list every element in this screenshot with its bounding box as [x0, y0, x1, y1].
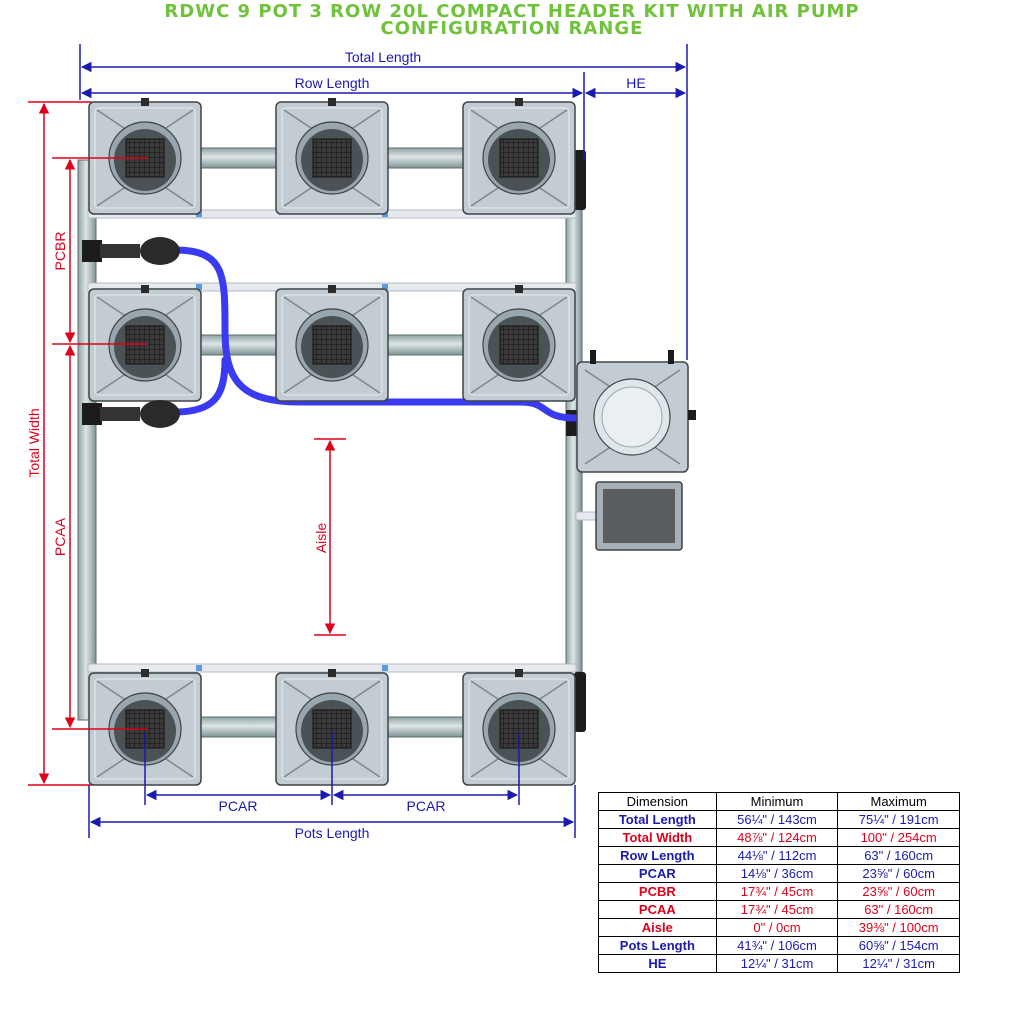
pipework	[77, 147, 599, 738]
dimension-cell: Pots Length	[598, 936, 717, 955]
minimum-cell: 48⅞" / 124cm	[715, 828, 839, 847]
row-length-label: Row Length	[295, 75, 370, 91]
dimension-cell: Total Width	[598, 828, 717, 847]
dimension-cell: HE	[598, 954, 717, 973]
he-label: HE	[626, 75, 645, 91]
pot-row-2	[88, 284, 576, 402]
minimum-cell: 12¼" / 31cm	[715, 954, 839, 973]
dimension-cell: Aisle	[598, 918, 717, 937]
minimum-cell: 44⅛" / 112cm	[715, 846, 839, 865]
dimension-cell: PCBR	[598, 882, 717, 901]
diagram-title-line-1: RDWC 9 POT 3 ROW 20L COMPACT HEADER KIT …	[164, 1, 860, 22]
table-header: Maximum	[837, 792, 960, 811]
maximum-cell: 12¼" / 31cm	[837, 954, 960, 973]
aisle-dimension	[314, 438, 346, 636]
pot	[275, 284, 389, 402]
dimension-cell: Total Length	[598, 810, 717, 829]
minimum-cell: 41¾" / 106cm	[715, 936, 839, 955]
table-row: Aisle 0" / 0cm 39⅜" / 100cm	[598, 918, 960, 937]
pot-row-1	[88, 97, 576, 215]
pot	[462, 97, 576, 215]
table-row: Pots Length 41¾" / 106cm 60⅝" / 154cm	[598, 936, 960, 955]
aisle-label: Aisle	[313, 523, 329, 554]
minimum-cell: 56¼" / 143cm	[715, 810, 839, 829]
table-row: PCBR 17¾" / 45cm 23⅝" / 60cm	[598, 882, 960, 901]
total-width-label: Total Width	[26, 408, 42, 477]
pot	[88, 97, 202, 215]
pots-length-label: Pots Length	[295, 825, 370, 841]
pcaa-label: PCAA	[52, 517, 68, 556]
header-tank	[576, 350, 696, 473]
pot	[88, 284, 202, 402]
pcar-label-left: PCAR	[219, 798, 258, 814]
air-pump-connectors	[82, 237, 180, 428]
table-row: Row Length 44⅛" / 112cm 63" / 160cm	[598, 846, 960, 865]
air-hose	[171, 246, 579, 422]
table-row: Total Length 56¼" / 143cm 75¼" / 191cm	[598, 810, 960, 829]
dimension-cell: Row Length	[598, 846, 717, 865]
total-length-label: Total Length	[345, 49, 421, 65]
pcaa-dimension	[52, 344, 148, 730]
minimum-cell: 17¾" / 45cm	[715, 900, 839, 919]
table-row: PCAA 17¾" / 45cm 63" / 160cm	[598, 900, 960, 919]
maximum-cell: 23⅝" / 60cm	[837, 882, 960, 901]
pots-length-dimension	[88, 785, 576, 838]
total-length-dimension	[79, 44, 688, 360]
table-row: HE 12¼" / 31cm 12¼" / 31cm	[598, 954, 960, 973]
dimension-cell: PCAA	[598, 900, 717, 919]
minimum-cell: 0" / 0cm	[715, 918, 839, 937]
row-length-dimension	[80, 72, 585, 160]
air-pump-unit	[595, 481, 683, 551]
air-hose-lower	[171, 356, 229, 416]
pcbr-label: PCBR	[52, 232, 68, 271]
maximum-cell: 63" / 160cm	[837, 900, 960, 919]
maximum-cell: 39⅜" / 100cm	[837, 918, 960, 937]
pot	[462, 284, 576, 402]
table-header: Dimension	[598, 792, 717, 811]
dimension-table: Dimension Minimum Maximum Total Length 5…	[598, 792, 960, 973]
minimum-cell: 14⅛" / 36cm	[715, 864, 839, 883]
maximum-cell: 75¼" / 191cm	[837, 810, 960, 829]
maximum-cell: 63" / 160cm	[837, 846, 960, 865]
table-row: PCAR 14⅛" / 36cm 23⅝" / 60cm	[598, 864, 960, 883]
table-header: Minimum	[715, 792, 839, 811]
minimum-cell: 17¾" / 45cm	[715, 882, 839, 901]
table-header-row: Dimension Minimum Maximum	[598, 792, 960, 811]
diagram-title-line-2: CONFIGURATION RANGE	[380, 18, 644, 39]
table-row: Total Width 48⅞" / 124cm 100" / 254cm	[598, 828, 960, 847]
pcar-dimension	[144, 732, 520, 805]
maximum-cell: 100" / 254cm	[837, 828, 960, 847]
maximum-cell: 23⅝" / 60cm	[837, 864, 960, 883]
pot	[275, 97, 389, 215]
total-width-dimension	[28, 101, 92, 786]
dimension-cell: PCAR	[598, 864, 717, 883]
pcbr-dimension	[52, 157, 148, 345]
pcar-label-right: PCAR	[407, 798, 446, 814]
maximum-cell: 60⅝" / 154cm	[837, 936, 960, 955]
